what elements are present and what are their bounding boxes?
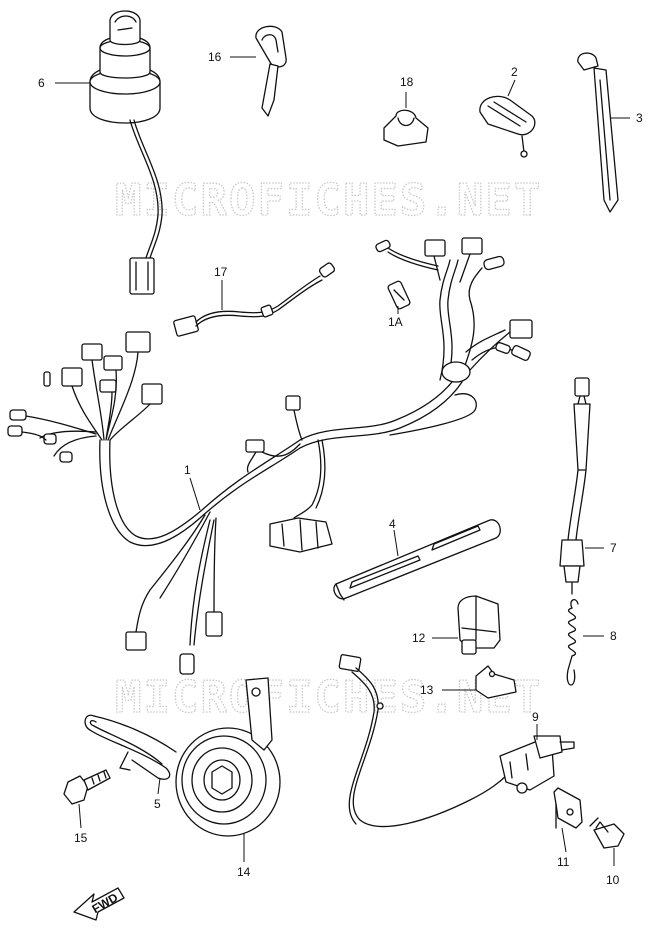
- callout-14: 14: [237, 865, 251, 879]
- switch-bracket-part-11[interactable]: [553, 787, 583, 829]
- callout-1a: 1A: [388, 315, 403, 329]
- callout-1: 1: [184, 463, 191, 477]
- ignition-switch-part[interactable]: [89, 10, 163, 295]
- callout-15: 15: [74, 831, 88, 845]
- stop-switch-part-7[interactable]: [559, 377, 591, 595]
- horn-part-14[interactable]: [175, 677, 281, 837]
- callout-17: 17: [214, 265, 228, 279]
- watermark-top: MICROFICHES.NET: [115, 175, 542, 226]
- callout-5: 5: [154, 797, 161, 811]
- brake-switch-part-9[interactable]: [338, 654, 575, 828]
- callout-7: 7: [610, 541, 617, 555]
- lead-wire-part-17[interactable]: [173, 262, 336, 337]
- bracket-part-4[interactable]: [333, 519, 501, 601]
- callout-18: 18: [400, 75, 414, 89]
- callout-2: 2: [511, 65, 518, 79]
- callout-11: 11: [557, 855, 570, 869]
- wiring-harness-part-1[interactable]: [7, 237, 533, 675]
- bolt-part-15[interactable]: [63, 769, 111, 805]
- forward-direction-arrow: FWD: [73, 887, 125, 921]
- wire-clamp-part-2[interactable]: [479, 95, 536, 158]
- callout-4: 4: [389, 517, 396, 531]
- callout-3: 3: [636, 111, 643, 125]
- callout-10: 10: [606, 873, 620, 887]
- callout-12: 12: [412, 631, 426, 645]
- callout-6: 6: [38, 76, 45, 90]
- spring-part-8[interactable]: [566, 599, 579, 686]
- relay-part-12[interactable]: [457, 595, 501, 655]
- watermark-bottom: MICROFICHES.NET: [115, 672, 542, 723]
- callout-13: 13: [420, 683, 434, 697]
- strap-part-5[interactable]: [84, 714, 177, 780]
- callout-9: 9: [532, 710, 539, 724]
- cable-tie-part-3[interactable]: [577, 52, 619, 213]
- relay-bracket-part-13[interactable]: [475, 665, 517, 699]
- fuse-part-1a[interactable]: [387, 280, 411, 310]
- key-part[interactable]: [255, 25, 287, 117]
- callout-8: 8: [610, 629, 617, 643]
- screw-part-10[interactable]: [589, 817, 625, 849]
- callout-16: 16: [208, 50, 222, 64]
- clamp-part-18[interactable]: [383, 109, 429, 147]
